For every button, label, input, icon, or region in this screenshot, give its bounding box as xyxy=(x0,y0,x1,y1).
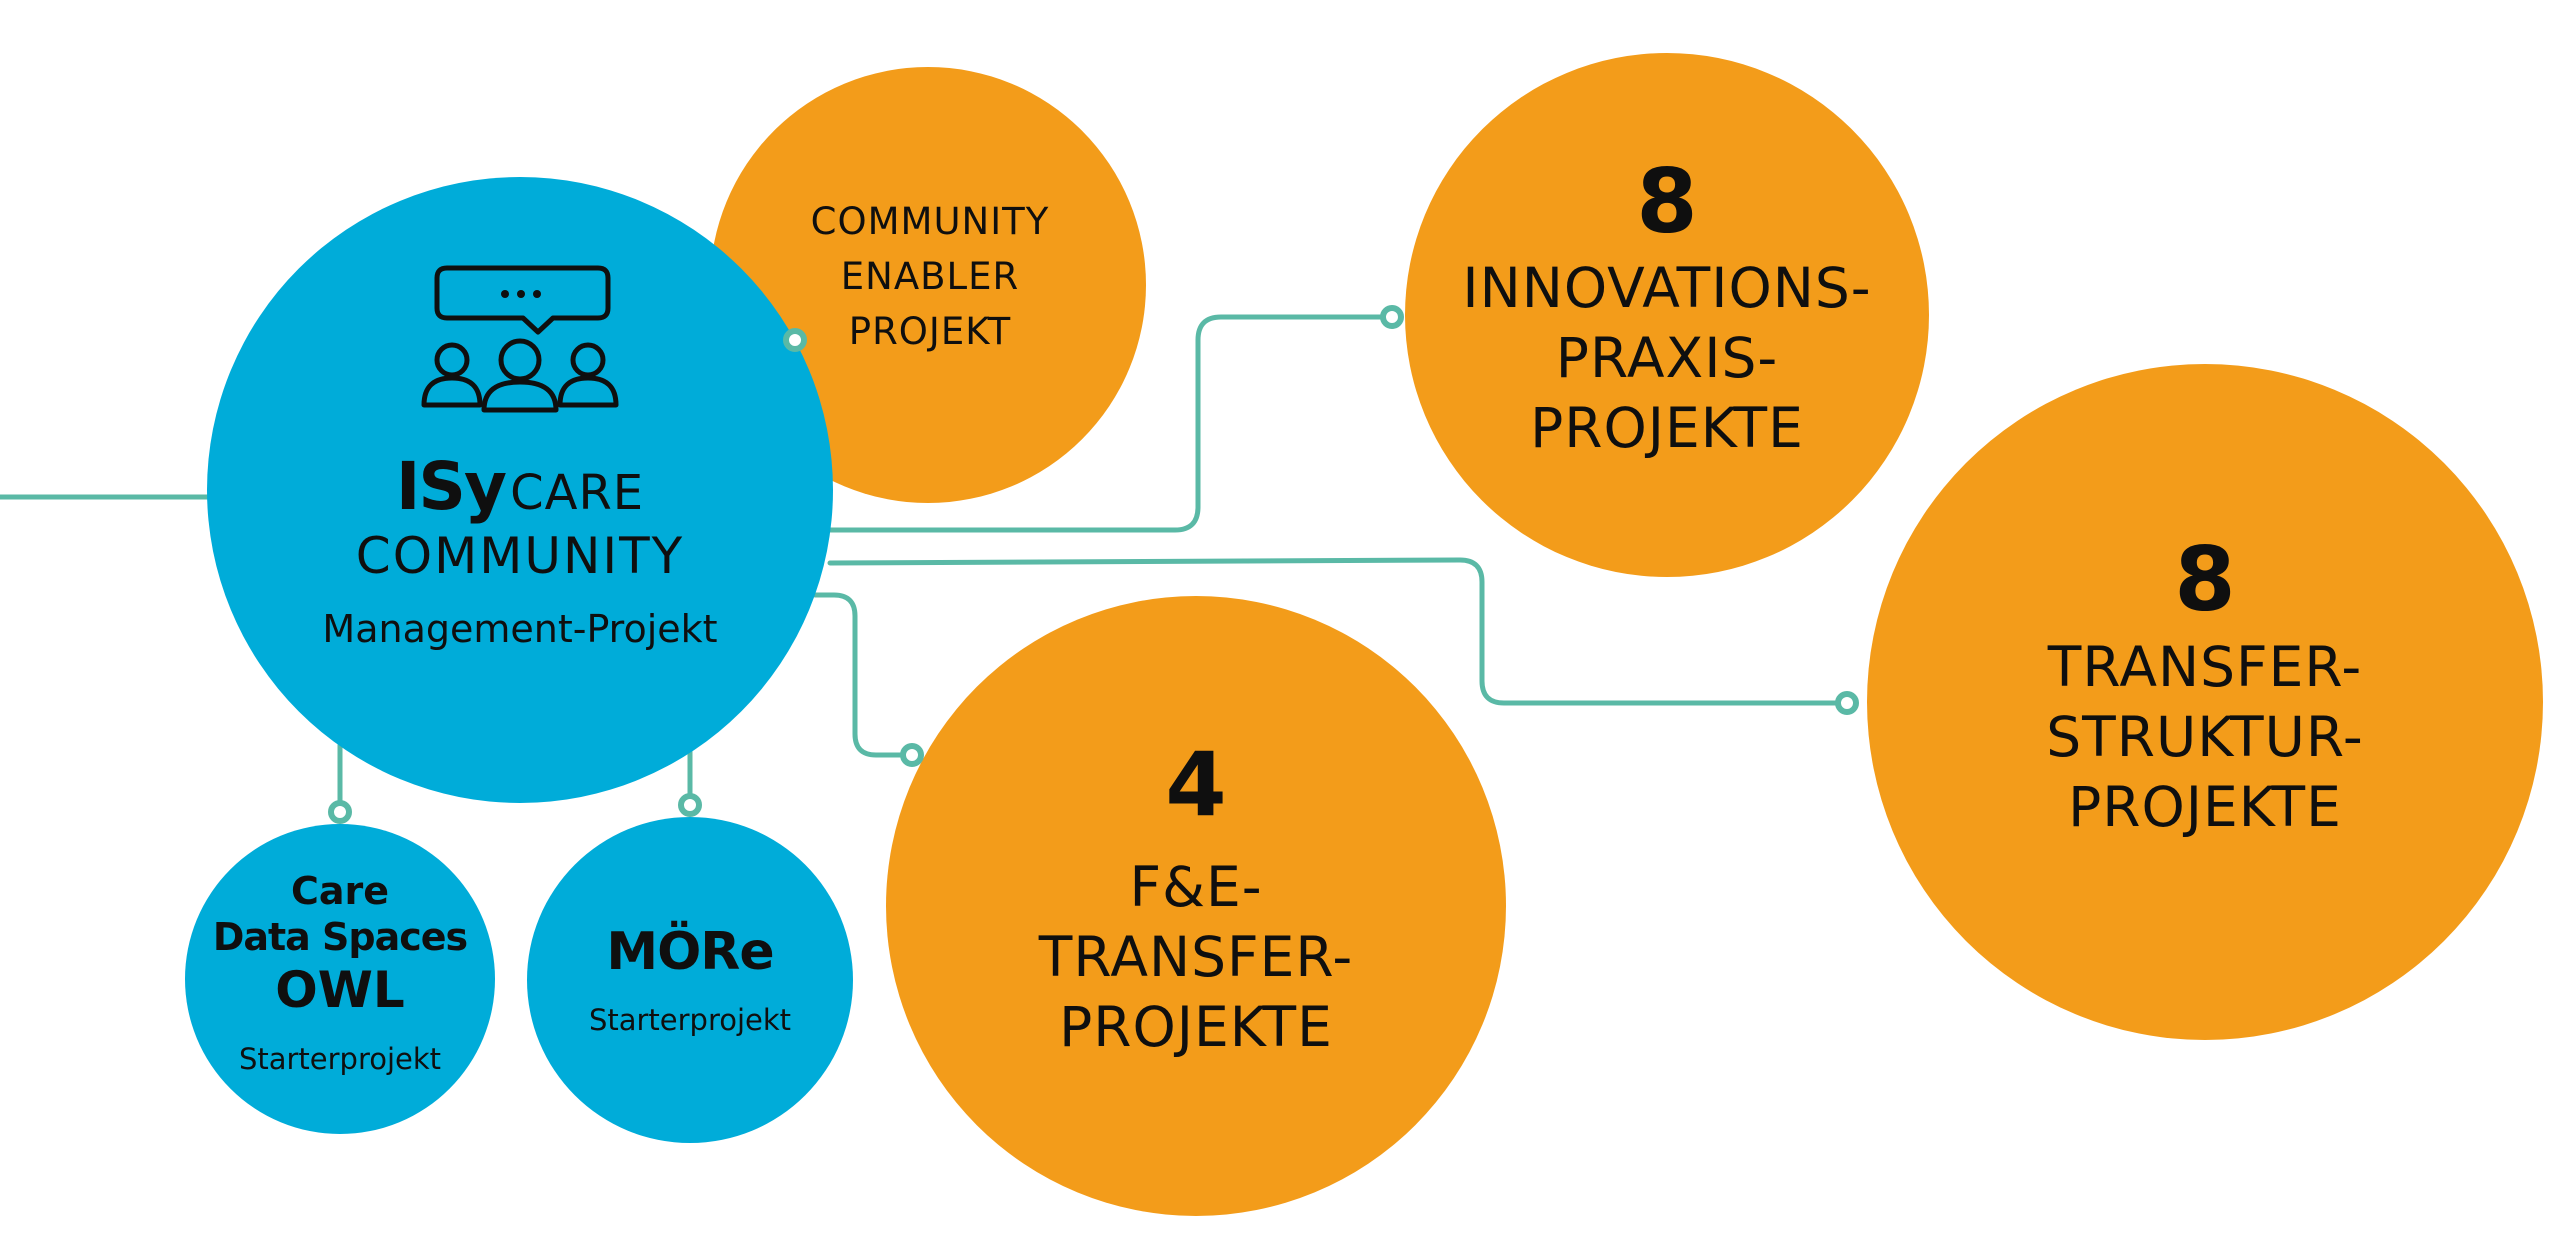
care-data-title: Care Data Spaces OWL xyxy=(190,868,490,1020)
transfer-struktur-line-3: PROJEKTE xyxy=(2068,775,2342,839)
transfer-struktur-line-2: STRUKTUR- xyxy=(2046,705,2364,769)
brand-isy: ISy xyxy=(395,448,507,525)
fe-transfer-count: 4 xyxy=(1165,733,1227,836)
connector-dot-care-data xyxy=(328,800,352,824)
moere-subtitle: Starterprojekt xyxy=(588,1003,792,1037)
brand-care: CARE xyxy=(510,465,645,521)
fe-transfer-node xyxy=(886,596,1506,1216)
innovation-count: 8 xyxy=(1636,150,1698,253)
center-title: COMMUNITY xyxy=(355,527,685,585)
transfer-struktur-node xyxy=(1867,364,2543,1040)
connector-innovation xyxy=(827,314,1395,533)
enabler-line-3: PROJEKT xyxy=(848,310,1012,353)
enabler-label: COMMUNITY ENABLER PROJEKT xyxy=(770,194,1090,359)
care-data-spaces-node xyxy=(185,824,495,1134)
transfer-struktur-label: TRANSFER- STRUKTUR- PROJEKTE xyxy=(1965,632,2445,842)
enabler-line-1: COMMUNITY xyxy=(810,200,1050,243)
care-data-line-1: Care xyxy=(290,869,390,913)
innovation-line-3: PROJEKTE xyxy=(1530,396,1804,460)
connector-transfer-struktur xyxy=(827,557,1850,706)
moere-node xyxy=(527,817,853,1143)
fe-transfer-label: F&E- TRANSFER- PROJEKTE xyxy=(966,852,1426,1062)
fe-transfer-line-1: F&E- xyxy=(1129,855,1263,919)
connector-dot-fe-transfer xyxy=(900,743,924,767)
connector-dot-innovation xyxy=(1380,305,1404,329)
connector-dot-enabler xyxy=(783,328,807,352)
connector-dot-moere xyxy=(678,793,702,817)
care-data-subtitle: Starterprojekt xyxy=(238,1042,442,1076)
community-chat-icon xyxy=(421,265,619,413)
center-heading: ISy CARE xyxy=(320,448,720,525)
connector-fe-transfer xyxy=(812,592,915,758)
center-subtitle: Management-Projekt xyxy=(322,607,718,651)
innovation-line-1: INNOVATIONS- xyxy=(1462,256,1872,320)
community-enabler-node xyxy=(710,67,1146,503)
fe-transfer-line-2: TRANSFER- xyxy=(1038,925,1354,989)
isy-care-community-node xyxy=(207,177,833,803)
transfer-struktur-line-1: TRANSFER- xyxy=(2047,635,2363,699)
transfer-struktur-count: 8 xyxy=(2174,528,2236,631)
enabler-line-2: ENABLER xyxy=(840,255,1020,298)
fe-transfer-line-3: PROJEKTE xyxy=(1059,995,1333,1059)
innovation-praxis-node xyxy=(1405,53,1929,577)
moere-title: MÖRe xyxy=(606,922,774,982)
innovation-line-2: PRAXIS- xyxy=(1555,326,1779,390)
care-data-line-3: OWL xyxy=(275,961,405,1019)
care-data-line-2: Data Spaces xyxy=(212,915,468,959)
innovation-label: INNOVATIONS- PRAXIS- PROJEKTE xyxy=(1417,253,1917,463)
connector-dot-transfer-struktur xyxy=(1835,691,1859,715)
